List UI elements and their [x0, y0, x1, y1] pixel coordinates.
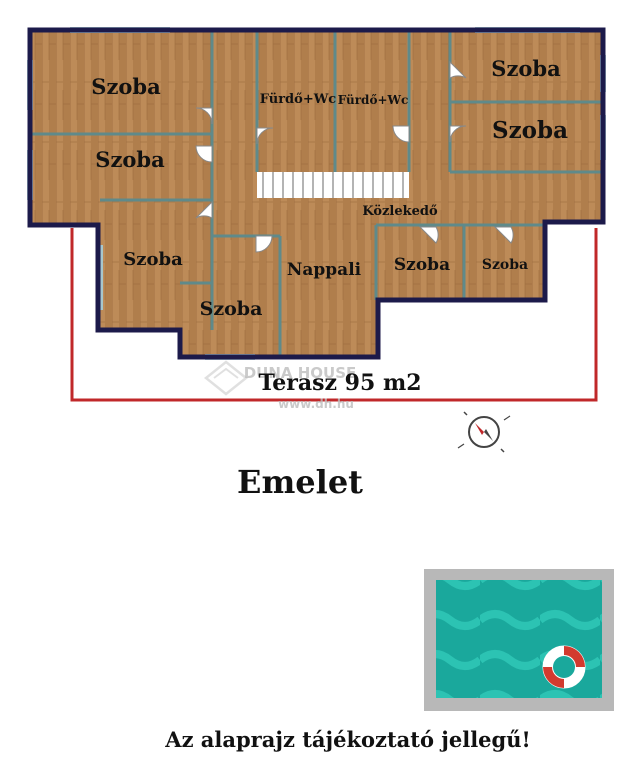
outer-walls	[27, 27, 606, 360]
terrace-outline	[70, 228, 598, 402]
room-label-szoba-top-right: Szoba	[491, 56, 561, 81]
pool-icon	[424, 569, 614, 711]
room-label-szoba-mid-right: Szoba	[492, 117, 568, 144]
disclaimer-text: Az alaprajz tájékoztató jellegű!	[164, 727, 530, 752]
terrace-label: Terasz 95 m2	[258, 370, 421, 396]
room-label-szoba-bottom: Szoba	[200, 298, 263, 320]
room-label-furdo-1: Fürdő+Wc	[260, 92, 337, 107]
compass-icon	[457, 411, 511, 453]
room-label-szoba-top-left: Szoba	[91, 74, 161, 99]
watermark-logo	[203, 360, 249, 396]
door-swings	[195, 60, 514, 253]
room-label-nappali: Nappali	[287, 260, 362, 280]
room-label-szoba-small-1: Szoba	[394, 255, 450, 275]
room-label-szoba-lower-left: Szoba	[123, 249, 183, 270]
room-label-szoba-small-2: Szoba	[482, 257, 528, 273]
room-label-szoba-mid-left: Szoba	[95, 147, 165, 172]
floor-title: Emelet	[237, 463, 363, 501]
watermark-brand: DUNA HOUSE	[244, 364, 357, 382]
room-label-furdo-2: Fürdő+Wc	[338, 93, 409, 107]
staircase	[257, 172, 409, 198]
watermark-url: www.dh.hu	[278, 397, 354, 411]
room-label-kozlekedo: Közlekedő	[362, 204, 438, 219]
